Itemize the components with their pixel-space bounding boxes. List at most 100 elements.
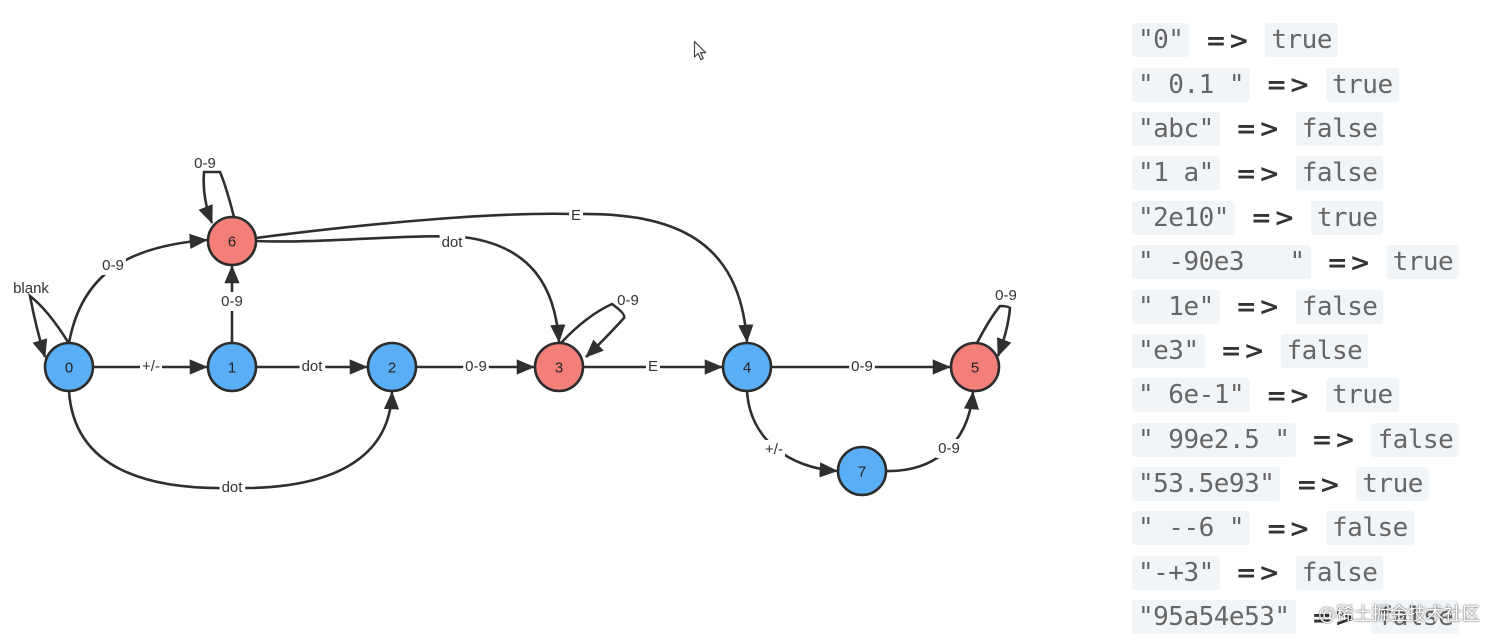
- mouse-cursor-icon: [693, 40, 707, 61]
- test-result-value: true: [1325, 378, 1399, 413]
- result-arrow: =>: [1235, 158, 1282, 188]
- transition-label-3-4: E: [648, 358, 658, 375]
- transition-arrow-7-5: [885, 391, 980, 473]
- transition-label-6-4: E: [571, 207, 581, 224]
- test-result-value: false: [1295, 156, 1384, 191]
- test-input-string: "-+3": [1132, 555, 1220, 590]
- result-arrow: =>: [1220, 336, 1267, 366]
- result-arrow: =>: [1326, 247, 1373, 277]
- transition-label-background: [568, 205, 584, 225]
- transition-label-5-5: 0-9: [995, 287, 1017, 304]
- test-case-row: "0"=>true: [1132, 18, 1502, 62]
- test-result-value: false: [1371, 422, 1460, 457]
- transition-label-7-5: 0-9: [938, 440, 960, 457]
- result-arrow: =>: [1266, 513, 1312, 543]
- result-arrow: =>: [1205, 25, 1252, 55]
- test-case-row: " -90e3 "=>true: [1132, 240, 1502, 284]
- transition-label-background: [219, 477, 246, 497]
- state-node-0: [43, 341, 95, 393]
- test-result-value: false: [1295, 111, 1384, 146]
- test-case-row: "e3" => false: [1132, 329, 1502, 373]
- transition-arrow-3-3: [560, 302, 626, 358]
- test-input-string: " --6 ": [1132, 511, 1251, 546]
- state-node-label-6: 6: [228, 234, 236, 251]
- test-case-row: " 0.1 " => true: [1132, 62, 1502, 106]
- transition-label-background: [645, 356, 661, 376]
- transition-label-1-2: dot: [302, 358, 324, 375]
- result-arrow: =>: [1311, 425, 1358, 455]
- state-node-3: [533, 341, 585, 393]
- test-result-value: true: [1356, 467, 1429, 502]
- test-input-string: "abc": [1132, 111, 1220, 146]
- test-result-value: false: [1280, 333, 1369, 368]
- state-node-6: [206, 215, 258, 267]
- transition-label-background: [299, 356, 326, 376]
- test-result-value: true: [1310, 200, 1384, 235]
- transition-label-background: [936, 438, 962, 458]
- transition-label-background: [140, 356, 162, 376]
- test-input-string: "95a54e53": [1132, 600, 1296, 635]
- transition-label-background: [100, 255, 126, 275]
- transition-label-4-7: +/-: [765, 441, 783, 458]
- test-input-string: "53.5e93": [1132, 467, 1281, 502]
- transition-label-4-5: 0-9: [851, 358, 873, 375]
- transition-label-background: [219, 291, 245, 311]
- test-result-value: false: [1371, 600, 1460, 635]
- transition-label-2-3: 0-9: [465, 358, 487, 375]
- transition-arrow-4-7: [745, 390, 838, 478]
- result-arrow: =>: [1235, 114, 1282, 144]
- test-result-value: true: [1265, 23, 1338, 58]
- transition-label-background: [439, 232, 466, 252]
- test-case-row: " 6e-1" => true: [1132, 373, 1502, 417]
- test-case-row: "2e10"=>true: [1132, 196, 1502, 240]
- transition-arrow-6-4: [255, 212, 754, 343]
- transition-arrow-0-6: [67, 233, 208, 344]
- state-node-label-3: 3: [555, 360, 563, 377]
- test-input-string: "e3": [1132, 333, 1205, 368]
- transition-label-1-6: 0-9: [221, 293, 243, 310]
- test-input-string: " 1e": [1132, 289, 1220, 324]
- transition-arrow-blank-0: [28, 292, 70, 358]
- test-case-row: " --6 " => false: [1132, 506, 1502, 550]
- transition-arrow-6-3: [255, 234, 566, 343]
- watermark: @稀土掘金技术社区: [1318, 604, 1480, 625]
- test-input-string: " 99e2.5 ": [1132, 422, 1296, 457]
- test-case-row: "1 a" => false: [1132, 151, 1502, 195]
- state-node-label-0: 0: [65, 360, 73, 377]
- transition-arrow-0-2: [67, 390, 400, 490]
- test-case-list: "0"=>true" 0.1 "=>true"abc"=>false"1 a"=…: [1132, 18, 1502, 639]
- test-result-value: true: [1325, 67, 1399, 102]
- test-input-string: " 6e-1": [1132, 378, 1251, 413]
- transition-label-3-3: 0-9: [617, 292, 639, 309]
- test-result-value: false: [1295, 555, 1384, 590]
- state-node-2: [366, 341, 418, 393]
- state-node-label-1: 1: [228, 360, 236, 377]
- transition-label-6-3: dot: [442, 234, 464, 251]
- state-node-label-7: 7: [858, 464, 866, 481]
- transition-label-0-1: +/-: [142, 358, 160, 375]
- test-input-string: " 0.1 ": [1132, 67, 1251, 102]
- transition-label-background: [763, 439, 785, 459]
- result-arrow: =>: [1250, 203, 1297, 233]
- result-arrow: =>: [1266, 380, 1312, 410]
- test-result-value: true: [1386, 245, 1460, 280]
- test-case-row: " 99e2.5 " => false: [1132, 418, 1502, 462]
- test-case-row: "abc" => false: [1132, 107, 1502, 151]
- transition-label-background: [463, 356, 489, 376]
- transition-arrow-5-5: [975, 304, 1012, 357]
- test-input-string: "1 a": [1132, 156, 1220, 191]
- test-case-row: " 1e"=>false: [1132, 284, 1502, 328]
- transition-label-background: [849, 356, 875, 376]
- test-result-value: false: [1325, 511, 1414, 546]
- state-node-7: [836, 445, 888, 497]
- transition-label-blank-0: blank: [13, 280, 49, 297]
- state-node-label-2: 2: [388, 360, 396, 377]
- transition-label-0-2: dot: [222, 479, 244, 496]
- result-arrow: =>: [1235, 292, 1282, 322]
- state-node-label-5: 5: [971, 360, 979, 377]
- test-case-row: "-+3"=>false: [1132, 551, 1502, 595]
- result-arrow: =>: [1266, 70, 1312, 100]
- result-arrow: =>: [1311, 602, 1358, 632]
- state-node-5: [949, 341, 1001, 393]
